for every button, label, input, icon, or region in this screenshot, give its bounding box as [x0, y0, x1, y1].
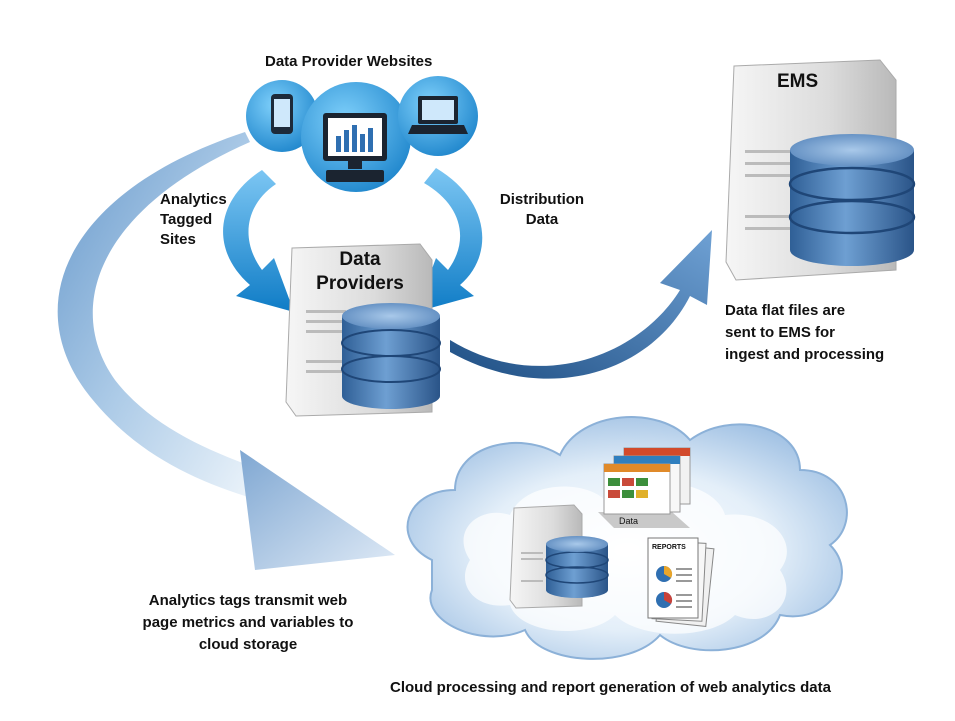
analytics-curved-arrow: [223, 170, 294, 312]
distribution-data-label: Distribution Data: [487, 190, 597, 230]
monitor-circle: [301, 82, 411, 192]
cloud-reports-stack: [647, 537, 715, 627]
data-providers-database: [341, 303, 441, 409]
data-providers-label: Data Providers: [300, 248, 420, 296]
cloud-database: [545, 536, 609, 598]
ems-arrow: [450, 230, 712, 379]
analytics-label-line: Analytics: [160, 191, 227, 208]
sites-label-line: Sites: [160, 231, 196, 248]
big-arc-arrow: [57, 132, 395, 570]
analytics-caption-line-3: cloud storage: [198, 636, 298, 653]
tagged-label-line: Tagged: [160, 211, 213, 228]
laptop-circle: [398, 76, 478, 156]
ems-caption-line-1: Data flat files are: [725, 302, 846, 319]
ems-label: EMS: [777, 71, 819, 92]
ems-caption-line-2: sent to EMS for: [725, 324, 836, 341]
distribution-curved-arrow: [416, 168, 483, 312]
data-providers-line-2: Providers: [316, 273, 404, 294]
cloud-data-stack: [598, 447, 691, 528]
data-provider-websites-label: Data Provider Websites: [265, 53, 433, 70]
analytics-tags-caption: Analytics tags transmit web page metrics…: [108, 590, 388, 656]
analytics-caption-line-1: Analytics tags transmit web: [148, 592, 348, 609]
cloud-data-label: Data: [619, 516, 639, 526]
desktop-monitor-icon: [323, 113, 387, 182]
cloud-caption: Cloud processing and report generation o…: [390, 679, 831, 696]
ems-caption-line-3: ingest and processing: [725, 346, 885, 363]
data-providers-line-1: Data: [339, 249, 381, 270]
analytics-caption-line-2: page metrics and variables to: [142, 614, 354, 631]
cloud-reports-label: REPORTS: [652, 544, 686, 551]
analytics-tagged-sites-label: Analytics Tagged Sites: [160, 190, 250, 250]
ems-caption: Data flat files are sent to EMS for inge…: [725, 300, 935, 366]
data-label-line: Data: [525, 211, 559, 228]
ems-database: [788, 134, 916, 266]
phone-circle: [246, 80, 318, 152]
distribution-label-line: Distribution: [499, 191, 585, 208]
laptop-icon: [408, 96, 468, 134]
